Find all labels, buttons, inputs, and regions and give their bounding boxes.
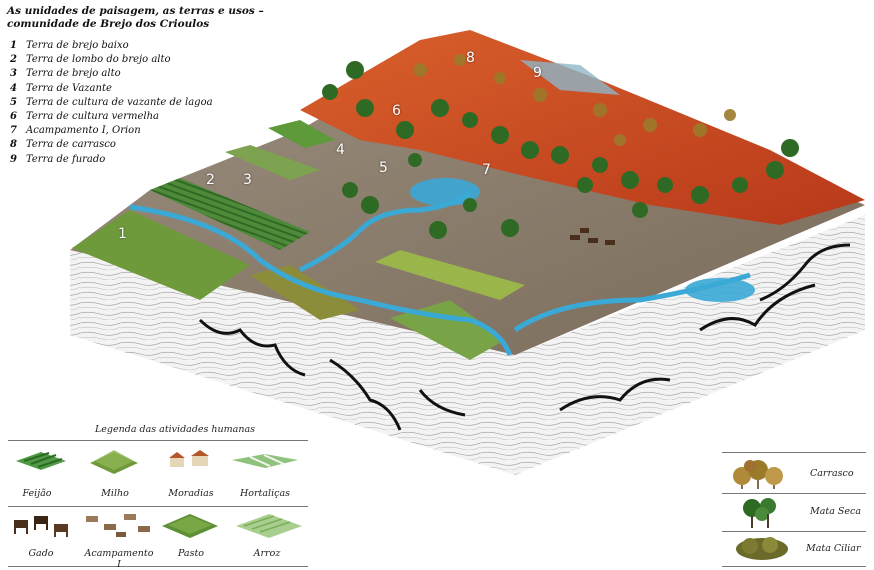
field-brejo-alto: [225, 145, 320, 180]
field-brejo-baixo: [72, 210, 250, 300]
pasture-icon: [162, 514, 218, 538]
veg-legend-divider: [722, 531, 866, 532]
activity-label-milho: Milho: [101, 488, 129, 499]
map-number-9: 9: [533, 65, 542, 81]
veg-legend-divider: [722, 493, 866, 494]
activity-label-acampamento: Acampamento I: [84, 548, 154, 570]
dry-forest-tree-icon: [743, 498, 776, 528]
riparian-forest-icon: [736, 537, 788, 560]
map-number-5: 5: [379, 160, 388, 176]
diagram-title: As unidades de paisagem, as terras e uso…: [7, 5, 287, 31]
activity-label-hortalicas: Hortaliças: [240, 488, 290, 499]
forest-trees: [322, 61, 799, 239]
legend-divider: [8, 506, 308, 507]
veg-legend-divider: [722, 452, 866, 453]
map-number-6: 6: [392, 103, 401, 119]
cattle-group: [570, 228, 615, 245]
veg-label-mata-seca: Mata Seca: [810, 506, 862, 517]
map-number-3: 3: [243, 172, 252, 188]
carrasco-shrub-icon: [733, 460, 783, 489]
veg-legend-divider: [722, 566, 866, 567]
carrasco-shrubs: [413, 54, 736, 146]
corn-field-icon: [90, 450, 138, 474]
activity-label-arroz: Arroz: [253, 548, 281, 559]
front-right-rock-face: [515, 215, 865, 475]
activities-legend-title: Legenda das atividades humanas: [95, 424, 255, 435]
field-vazante: [268, 120, 335, 148]
activity-label-gado: Gado: [28, 548, 54, 559]
activity-label-moradias: Moradias: [168, 488, 214, 499]
vegetable-beds-icon: [232, 454, 298, 468]
map-number-2: 2: [206, 172, 215, 188]
cattle-icon: [14, 516, 68, 537]
houses-icon: [169, 450, 209, 467]
bean-field-icon: [16, 452, 66, 470]
map-number-4: 4: [336, 142, 345, 158]
front-left-rock-face: [70, 250, 515, 475]
activity-label-pasto: Pasto: [177, 548, 205, 559]
map-number-8: 8: [466, 50, 475, 66]
activity-label-feijao: Feijão: [22, 488, 52, 499]
lagoon: [410, 178, 480, 206]
camp-icon: [86, 514, 150, 537]
title-line-1: As unidades de paisagem, as terras e uso…: [7, 5, 264, 17]
field-lombo: [150, 178, 310, 250]
legend-divider: [8, 440, 308, 441]
veg-label-carrasco: Carrasco: [810, 468, 854, 479]
veg-label-mata-ciliar: Mata Ciliar: [806, 543, 861, 554]
legend-divider: [8, 566, 308, 567]
title-line-2: comunidade de Brejo dos Crioulos: [7, 18, 210, 30]
right-lagoon: [685, 278, 755, 302]
red-soil-upland: [300, 30, 865, 225]
map-number-7: 7: [482, 162, 491, 178]
rice-field-icon: [236, 514, 302, 538]
furado-strip: [520, 60, 620, 95]
field-riparian: [250, 265, 360, 320]
field-corn: [375, 250, 525, 300]
map-number-1: 1: [118, 226, 127, 242]
